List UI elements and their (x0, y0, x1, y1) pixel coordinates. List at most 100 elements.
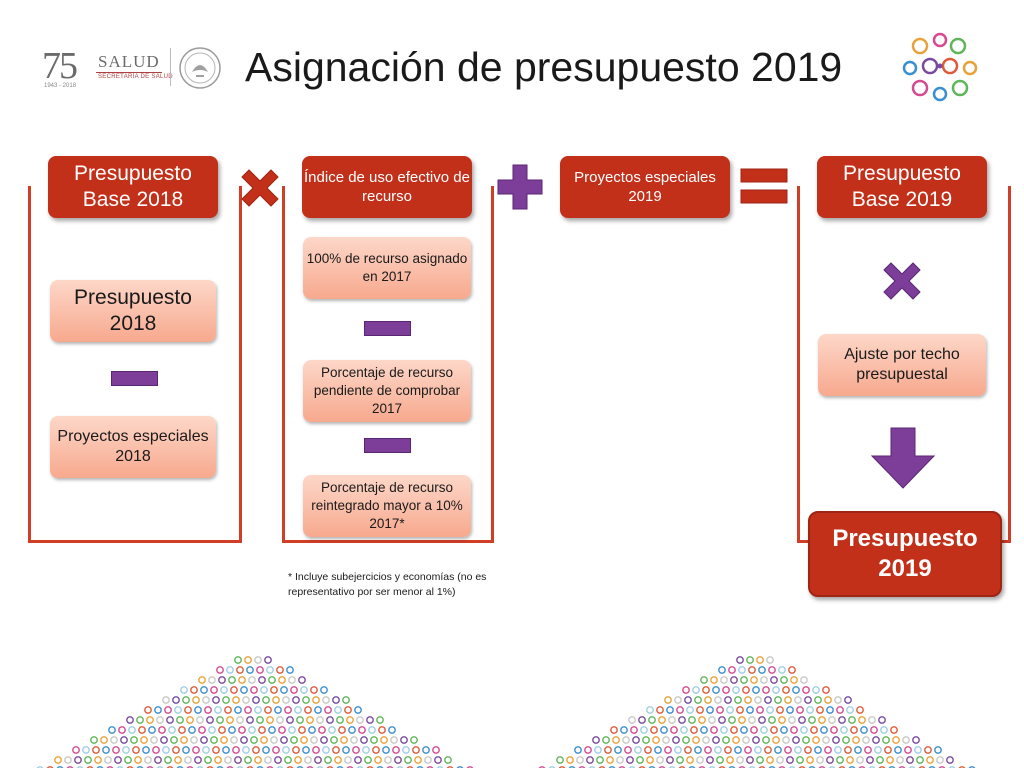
pattern-ring (298, 726, 306, 734)
pattern-ring (278, 676, 286, 684)
col2-item-recurso-pendiente: Porcentaje de recurso pendiente de compr… (303, 360, 471, 422)
pattern-ring (936, 756, 944, 764)
pattern-ring (804, 746, 812, 754)
pattern-ring (76, 766, 84, 768)
pattern-ring (230, 686, 238, 694)
pattern-ring (730, 726, 738, 734)
pattern-ring (286, 666, 294, 674)
pattern-ring (788, 716, 796, 724)
pattern-ring (746, 756, 754, 764)
pattern-ring (214, 706, 222, 714)
pattern-ring (868, 766, 876, 768)
pattern-ring (144, 756, 152, 764)
pattern-ring (314, 756, 322, 764)
pattern-ring (356, 766, 364, 768)
rings-logo-icon (902, 32, 978, 102)
pattern-ring (278, 726, 286, 734)
pattern-ring (240, 736, 248, 744)
pattern-ring (574, 746, 582, 754)
pattern-ring (260, 686, 268, 694)
pattern-ring (810, 726, 818, 734)
pattern-ring (156, 716, 164, 724)
pattern-ring (718, 766, 726, 768)
pattern-ring (824, 746, 832, 754)
pattern-ring (254, 756, 262, 764)
pattern-ring (834, 746, 842, 754)
pattern-ring (410, 736, 418, 744)
pattern-ring (718, 716, 726, 724)
pattern-ring (350, 736, 358, 744)
pattern-ring (262, 746, 270, 754)
pattern-ring (700, 676, 708, 684)
pattern-ring (870, 726, 878, 734)
pattern-ring (242, 746, 250, 754)
pattern-ring (742, 736, 750, 744)
pattern-ring (772, 736, 780, 744)
pattern-ring (126, 716, 134, 724)
pattern-ring (822, 736, 830, 744)
pattern-ring (246, 716, 254, 724)
pattern-ring (276, 716, 284, 724)
pattern-ring (182, 696, 190, 704)
pattern-ring (258, 676, 266, 684)
result-presupuesto-2019: Presupuesto 2019 (808, 511, 1002, 597)
pattern-ring (94, 756, 102, 764)
pattern-ring (332, 746, 340, 754)
pattern-ring (674, 746, 682, 754)
pattern-ring (132, 746, 140, 754)
pattern-ring (668, 716, 676, 724)
pattern-ring (164, 756, 172, 764)
pattern-ring (772, 686, 780, 694)
pattern-ring (578, 766, 586, 768)
pattern-ring (734, 696, 742, 704)
pattern-ring (918, 766, 926, 768)
pattern-ring (958, 766, 966, 768)
pattern-ring (726, 756, 734, 764)
pattern-ring (220, 736, 228, 744)
pattern-ring (104, 756, 112, 764)
pattern-ring (174, 756, 182, 764)
pattern-ring (180, 686, 188, 694)
pattern-ring (608, 766, 616, 768)
pattern-ring (264, 656, 272, 664)
pattern-ring (290, 686, 298, 694)
pattern-ring (926, 756, 934, 764)
pattern-ring (84, 756, 92, 764)
pattern-ring (174, 706, 182, 714)
pattern-ring (694, 746, 702, 754)
pattern-ring (218, 726, 226, 734)
pattern-ring (778, 766, 786, 768)
pattern-ring (312, 696, 320, 704)
pattern-ring (316, 716, 324, 724)
pattern-ring (676, 706, 684, 714)
pattern-ring (234, 706, 242, 714)
pattern-ring (190, 686, 198, 694)
pattern-ring (218, 676, 226, 684)
pattern-ring (696, 706, 704, 714)
pattern-ring (322, 746, 330, 754)
pattern-ring (206, 716, 214, 724)
pattern-ring (646, 706, 654, 714)
pattern-ring (186, 766, 194, 768)
pattern-ring (106, 766, 114, 768)
pattern-ring (302, 696, 310, 704)
pattern-ring (354, 756, 362, 764)
pattern-ring (558, 766, 566, 768)
pattern-ring (342, 696, 350, 704)
pattern-ring (784, 696, 792, 704)
pattern-ring (196, 766, 204, 768)
pattern-ring (188, 726, 196, 734)
pattern-ring (198, 726, 206, 734)
pattern-ring (256, 666, 264, 674)
pattern-ring (836, 706, 844, 714)
pattern-ring (178, 726, 186, 734)
pattern-ring (768, 716, 776, 724)
pattern-ring (240, 686, 248, 694)
pattern-ring (244, 756, 252, 764)
pattern-ring (786, 756, 794, 764)
pattern-ring (310, 736, 318, 744)
pattern-ring (698, 766, 706, 768)
pattern-ring (704, 696, 712, 704)
pattern-ring (790, 676, 798, 684)
pattern-ring (426, 766, 434, 768)
